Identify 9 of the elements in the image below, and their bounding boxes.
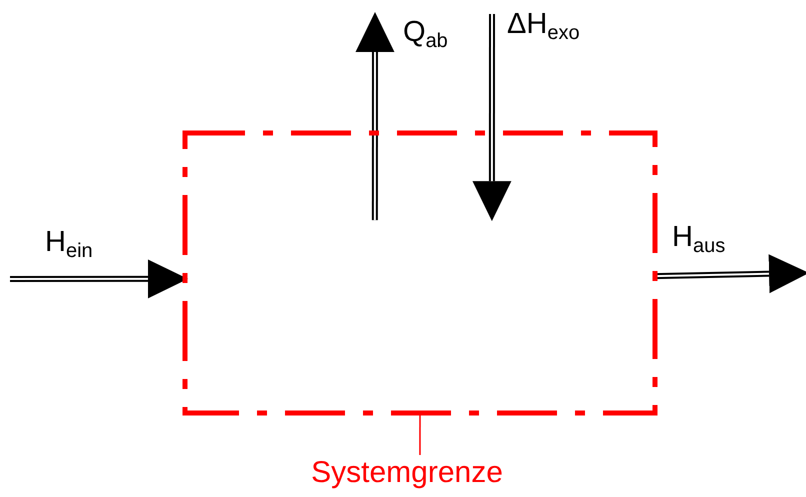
boundary-label: Systemgrenze <box>310 455 504 491</box>
edge-label: ΔH$_{exo}$ <box>507 10 580 43</box>
edge-label: H$_{aus}$ <box>672 223 726 256</box>
edge-label: Q$_{ab}$ <box>403 18 448 51</box>
double-arrow <box>472 14 512 222</box>
double-arrow <box>654 254 806 294</box>
edge-label: H$_{ein}$ <box>45 228 93 261</box>
double-arrow <box>356 12 394 220</box>
leader-line <box>419 413 421 455</box>
